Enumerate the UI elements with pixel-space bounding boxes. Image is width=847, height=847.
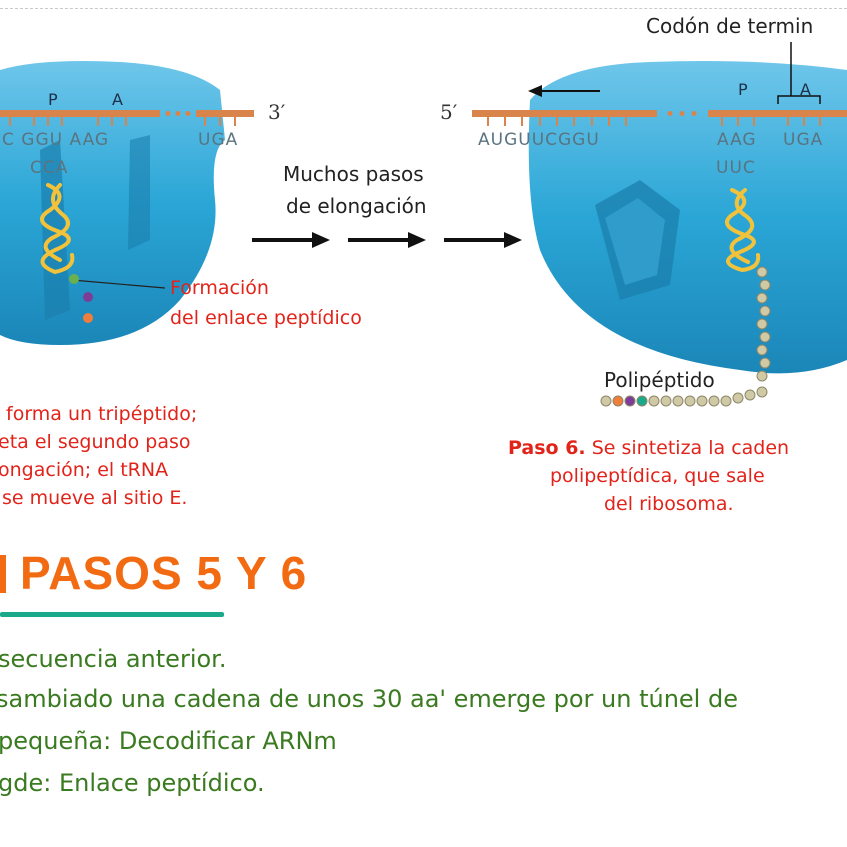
movement-arrow bbox=[528, 85, 600, 97]
right-trna bbox=[725, 188, 761, 273]
right-mrna-left: AUGUUCGGU bbox=[478, 130, 600, 150]
left-stop-codon: UGA bbox=[198, 130, 239, 150]
left-mrna-strand bbox=[0, 110, 254, 126]
amino-acid-bead bbox=[600, 395, 612, 407]
amino-acid-bead bbox=[759, 331, 771, 343]
right-caption-line2: polipeptídica, que sale bbox=[550, 465, 765, 487]
amino-acid-bead bbox=[756, 292, 768, 304]
amino-acid-bead bbox=[660, 395, 672, 407]
right-caption-line1-rest: Se sintetiza la caden bbox=[585, 437, 790, 459]
right-a-site-label: A bbox=[800, 80, 811, 99]
peptide-bond-label-line1: Formación bbox=[170, 277, 269, 299]
right-mrna-codon2: UGA bbox=[783, 130, 824, 150]
amino-acid-bead bbox=[672, 395, 684, 407]
left-p-site-label: P bbox=[48, 90, 58, 109]
amino-acid-bead bbox=[756, 318, 768, 330]
amino-acid-bead bbox=[759, 305, 771, 317]
left-mrna-codons: C GGU AAG bbox=[2, 130, 110, 150]
body-line-2: sambiado una cadena de unos 30 aa' emerg… bbox=[0, 685, 738, 713]
body-line-4: gde: Enlace peptídico. bbox=[0, 769, 265, 797]
left-a-site-label: A bbox=[112, 90, 123, 109]
left-trna bbox=[40, 183, 75, 275]
section-title: PASOS 5 Y 6 bbox=[0, 546, 307, 600]
stop-codon-label: Codón de termin bbox=[646, 14, 814, 38]
left-three-prime-label: 3′ bbox=[268, 100, 286, 124]
elongation-label-line1: Muchos pasos bbox=[283, 162, 424, 186]
amino-acid-bead bbox=[708, 395, 720, 407]
left-caption-line1: forma un tripéptido; bbox=[6, 403, 198, 425]
stop-codon-bracket bbox=[777, 42, 821, 104]
right-five-prime-label: 5′ bbox=[440, 100, 458, 124]
right-anticodon: UUC bbox=[716, 158, 756, 178]
amino-acid-bead bbox=[756, 386, 768, 398]
amino-acid-bead bbox=[720, 395, 732, 407]
section-title-text: PASOS 5 Y 6 bbox=[20, 547, 308, 599]
amino-acid-bead bbox=[756, 266, 768, 278]
step6-bold: Paso 6. bbox=[508, 437, 586, 459]
title-underline bbox=[0, 612, 224, 617]
amino-acid-bead bbox=[759, 357, 771, 369]
right-p-site-label: P bbox=[738, 80, 748, 99]
right-caption-line3: del ribosoma. bbox=[604, 493, 734, 515]
amino-acid-bead bbox=[636, 395, 648, 407]
body-line-3: pequeña: Decodificar ARNm bbox=[0, 727, 337, 755]
right-mrna-strand bbox=[472, 110, 847, 126]
left-peptide-chain bbox=[69, 274, 166, 323]
amino-acid-bead bbox=[756, 344, 768, 356]
left-caption-line2: eta el segundo paso bbox=[0, 431, 191, 453]
right-ribosome bbox=[528, 61, 847, 374]
peptide-bond-label-line2: del enlace peptídico bbox=[170, 307, 362, 329]
right-mrna-codon1: AAG bbox=[717, 130, 757, 150]
polypeptide-chain bbox=[600, 266, 771, 407]
amino-acid-bead bbox=[732, 392, 744, 404]
left-anticodon: CCA bbox=[30, 158, 69, 178]
body-line-1: secuencia anterior. bbox=[0, 645, 227, 673]
translation-diagram bbox=[0, 42, 847, 407]
amino-acid-bead bbox=[756, 370, 768, 382]
left-caption-line4: se mueve al sitio E. bbox=[2, 487, 188, 509]
elongation-arrows bbox=[252, 232, 522, 248]
amino-acid-bead bbox=[759, 279, 771, 291]
polypeptide-label: Polipéptido bbox=[604, 368, 715, 392]
right-caption-line1: Paso 6. Se sintetiza la caden bbox=[508, 436, 789, 461]
left-caption-line3: ongación; el tRNA bbox=[0, 459, 169, 481]
amino-acid-bead bbox=[696, 395, 708, 407]
amino-acid-bead bbox=[744, 389, 756, 401]
elongation-label-line2: de elongación bbox=[286, 194, 427, 218]
amino-acid-bead bbox=[648, 395, 660, 407]
amino-acid-bead bbox=[684, 395, 696, 407]
amino-acid-bead bbox=[612, 395, 624, 407]
amino-acid-bead bbox=[624, 395, 636, 407]
top-dashed-border bbox=[0, 8, 847, 9]
title-marker bbox=[0, 555, 6, 593]
